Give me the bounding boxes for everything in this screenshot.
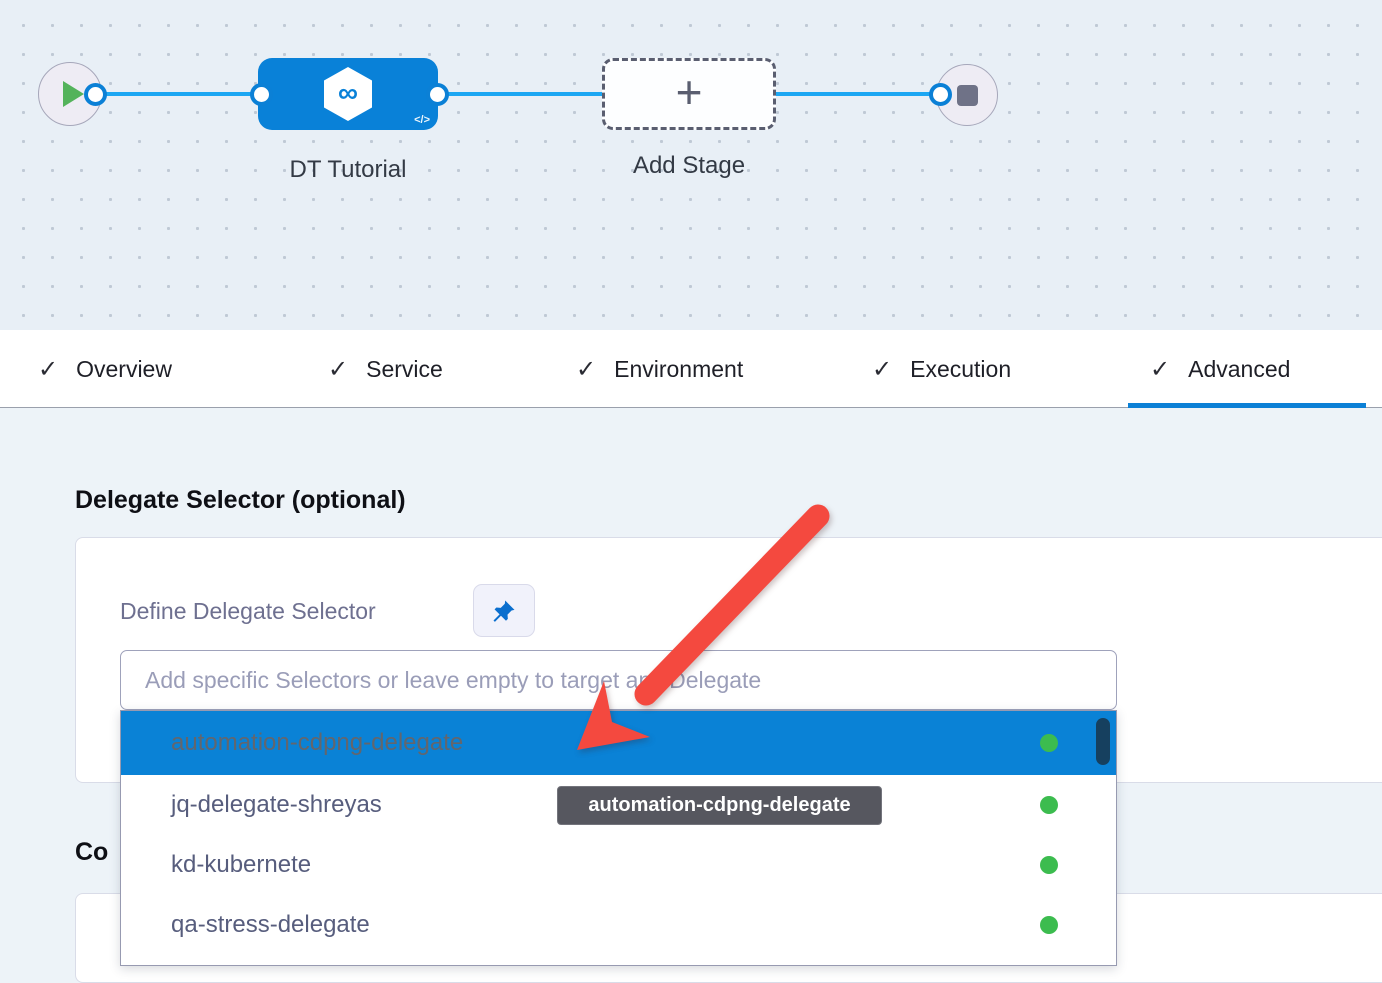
add-stage-label: Add Stage — [632, 152, 746, 179]
tab-overview[interactable]: ✓ Overview — [38, 330, 172, 408]
stage-node-label: DT Tutorial — [289, 156, 407, 183]
delegate-option-label: qa-stress-delegate — [171, 911, 370, 938]
check-icon: ✓ — [872, 355, 893, 383]
add-stage-node[interactable]: + — [602, 58, 776, 130]
port-stage-right[interactable] — [426, 83, 449, 106]
tab-label: Overview — [76, 355, 172, 382]
tab-environment[interactable]: ✓ Environment — [576, 330, 743, 408]
stage-node-dt-tutorial[interactable]: ∞ </> — [258, 58, 438, 130]
stop-icon — [956, 84, 978, 106]
edge-start-to-stage — [95, 92, 262, 96]
delegate-dropdown: automation-cdpng-delegate jq-delegate-sh… — [120, 710, 1117, 966]
plus-icon: + — [675, 66, 703, 118]
tab-label: Advanced — [1188, 355, 1291, 382]
delegate-option[interactable]: qa-stress-delegate — [121, 895, 1116, 955]
tab-advanced[interactable]: ✓ Advanced — [1150, 330, 1290, 408]
port-start[interactable] — [84, 83, 107, 106]
port-end[interactable] — [929, 83, 952, 106]
active-tab-underline — [1128, 403, 1366, 408]
delegate-option-label: kd-kubernete — [171, 851, 312, 878]
tab-label: Service — [366, 355, 443, 382]
play-icon — [63, 81, 84, 107]
tab-service[interactable]: ✓ Service — [328, 330, 443, 408]
next-section-heading-partial: Co — [75, 838, 109, 866]
check-icon: ✓ — [38, 355, 59, 383]
edge-stage-to-addstage — [438, 92, 602, 96]
status-dot — [1040, 734, 1058, 752]
pipeline-canvas[interactable]: ∞ </> + DT Tutorial Add Stage — [0, 0, 1382, 330]
status-dot — [1040, 856, 1058, 874]
delegate-selector-heading: Delegate Selector (optional) — [75, 486, 406, 514]
tab-label: Environment — [614, 355, 744, 382]
harness-logo-icon: ∞ — [324, 67, 372, 121]
status-dot — [1040, 916, 1058, 934]
delegate-option[interactable]: jq-delegate-shreyas — [121, 775, 1116, 835]
delegate-option-label: automation-cdpng-delegate — [171, 729, 464, 756]
edge-addstage-to-end — [776, 92, 942, 96]
tab-label: Execution — [910, 355, 1012, 382]
port-stage-left[interactable] — [250, 83, 273, 106]
check-icon: ✓ — [328, 355, 349, 383]
check-icon: ✓ — [1150, 355, 1171, 383]
delegate-option-label: jq-delegate-shreyas — [171, 791, 382, 818]
code-icon: </> — [414, 114, 430, 126]
delegate-selector-input[interactable] — [120, 650, 1117, 710]
delegate-tooltip: automation-cdpng-delegate — [557, 786, 882, 825]
delegate-option[interactable]: kd-kubernete — [121, 835, 1116, 895]
status-dot — [1040, 796, 1058, 814]
delegate-option[interactable]: automation-cdpng-delegate — [121, 711, 1116, 775]
check-icon: ✓ — [576, 355, 597, 383]
pushpin-icon — [493, 600, 515, 622]
tab-execution[interactable]: ✓ Execution — [872, 330, 1011, 408]
advanced-tab-panel: Delegate Selector (optional) Define Dele… — [0, 408, 1382, 983]
stage-tab-bar: ✓ Overview ✓ Service ✓ Environment ✓ Exe… — [0, 330, 1382, 408]
pipeline-end-node[interactable] — [936, 64, 998, 126]
pin-button[interactable] — [473, 584, 535, 637]
scrollbar-thumb[interactable] — [1096, 718, 1110, 765]
svg-text:∞: ∞ — [338, 77, 358, 108]
define-delegate-selector-label: Define Delegate Selector — [120, 598, 376, 624]
